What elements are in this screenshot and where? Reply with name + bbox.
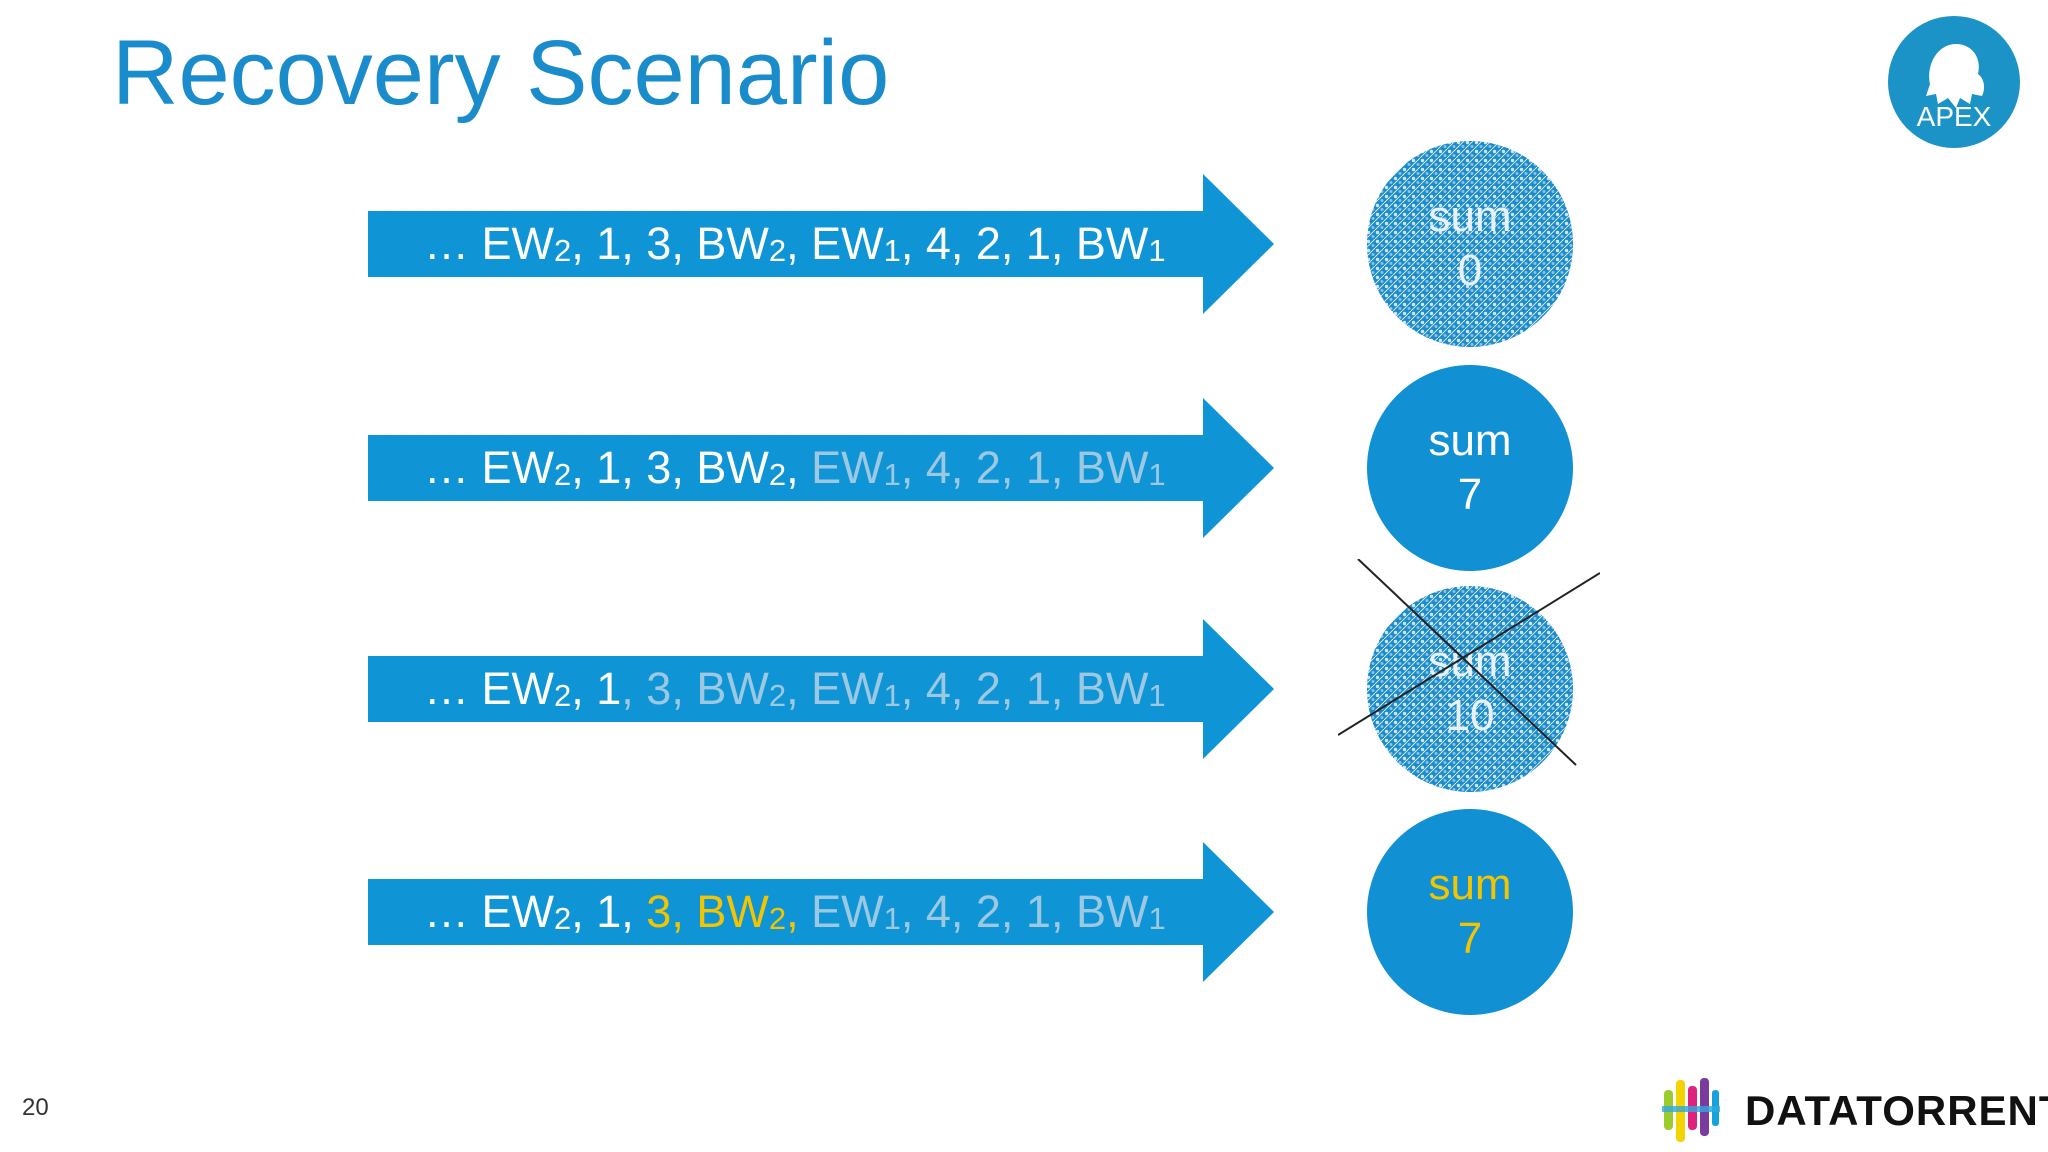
- sum-label: sum 7: [1428, 860, 1512, 963]
- sum-label: sum 10: [1428, 637, 1512, 740]
- sum-label: sum 0: [1428, 192, 1512, 295]
- stream-arrow: [368, 619, 1274, 759]
- sum-state-circle: [1367, 809, 1573, 1015]
- slide-title: Recovery Scenario: [112, 22, 890, 124]
- datatorrent-wordmark: DATATORRENT: [1745, 1087, 2048, 1134]
- event-sequence: … EW2, 1, 3, BW2, EW1, 4, 2, 1, BW1: [424, 218, 1166, 269]
- stream-row-1: … EW2, 1, 3, BW2, EW1, 4, 2, 1, BW1 sum …: [368, 141, 1598, 347]
- event-sequence: … EW2, 1, 3, BW2, EW1, 4, 2, 1, BW1: [424, 886, 1166, 937]
- cross-out-mark: [1338, 559, 1600, 766]
- sum-state-circle-hatched: [1367, 586, 1573, 792]
- stream-arrow: [368, 398, 1274, 538]
- apex-logo: APEX: [1888, 16, 2020, 148]
- stream-row-4: … EW2, 1, 3, BW2, EW1, 4, 2, 1, BW1 sum …: [368, 809, 1598, 1015]
- event-sequence: … EW2, 1, 3, BW2, EW1, 4, 2, 1, BW1: [424, 442, 1166, 493]
- sum-state-circle-hatched: [1367, 141, 1573, 347]
- svg-text:APEX: APEX: [1917, 101, 1992, 132]
- stream-row-3: … EW2, 1, 3, BW2, EW1, 4, 2, 1, BW1 sum …: [368, 559, 1600, 792]
- stream-arrow: [368, 842, 1274, 982]
- sum-label: sum 7: [1428, 416, 1512, 519]
- datatorrent-logo-icon: [1662, 1078, 1720, 1142]
- sum-state-circle: [1367, 365, 1573, 571]
- event-sequence: … EW2, 1, 3, BW2, EW1, 4, 2, 1, BW1: [424, 663, 1166, 714]
- stream-row-2: … EW2, 1, 3, BW2, EW1, 4, 2, 1, BW1 sum …: [368, 365, 1598, 571]
- stream-arrow: [368, 174, 1274, 314]
- page-number: 20: [22, 1094, 49, 1121]
- gorilla-icon: [1926, 44, 1985, 108]
